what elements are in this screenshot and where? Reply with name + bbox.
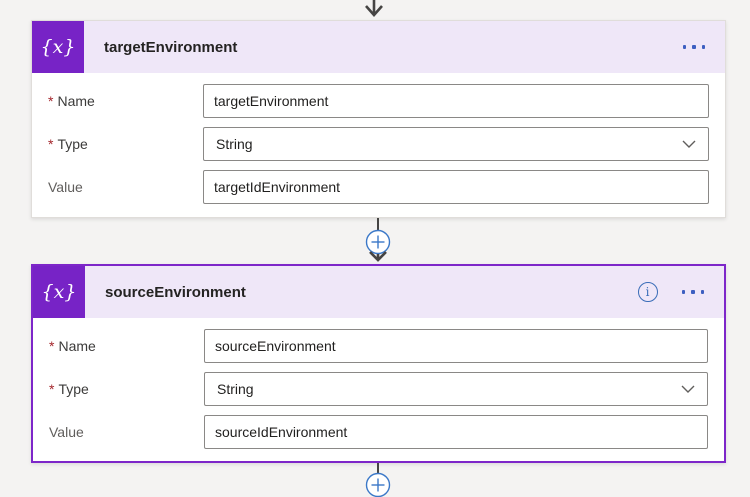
name-label: *Name <box>48 93 95 109</box>
field-row-value: Value <box>48 170 709 204</box>
value-label: Value <box>48 179 83 195</box>
type-label: *Type <box>49 381 89 397</box>
value-label: Value <box>49 424 84 440</box>
name-label: *Name <box>49 338 96 354</box>
required-asterisk: * <box>49 381 55 397</box>
card-header-target[interactable]: {x} targetEnvironment <box>32 21 725 73</box>
arrow-down-icon <box>369 251 387 262</box>
required-asterisk: * <box>48 93 54 109</box>
chevron-down-icon <box>682 140 696 148</box>
arrow-down-icon <box>365 0 383 17</box>
field-row-type: *Type String <box>48 127 709 161</box>
connector-between-cards <box>365 218 391 262</box>
variable-icon: {x} <box>33 266 85 318</box>
field-row-name: *Name <box>49 329 708 363</box>
variable-icon: {x} <box>32 21 84 73</box>
card-title: sourceEnvironment <box>105 283 246 301</box>
value-input[interactable] <box>204 415 708 449</box>
required-asterisk: * <box>49 338 55 354</box>
more-options-icon[interactable] <box>682 41 705 53</box>
type-dropdown-value: String <box>217 381 254 397</box>
field-row-name: *Name <box>48 84 709 118</box>
type-dropdown[interactable]: String <box>204 372 708 406</box>
type-dropdown[interactable]: String <box>203 127 709 161</box>
connector-after-source <box>365 463 391 497</box>
card-body: *Name *Type String Value <box>32 73 725 204</box>
card-header-source[interactable]: {x} sourceEnvironment i <box>33 266 724 318</box>
chevron-down-icon <box>681 385 695 393</box>
action-card-target-environment: {x} targetEnvironment *Name *Type String <box>31 20 726 218</box>
name-input[interactable] <box>204 329 708 363</box>
type-dropdown-value: String <box>216 136 253 152</box>
more-options-icon[interactable] <box>681 286 704 298</box>
value-input[interactable] <box>203 170 709 204</box>
name-input[interactable] <box>203 84 709 118</box>
info-icon[interactable]: i <box>637 282 658 302</box>
field-row-value: Value <box>49 415 708 449</box>
type-label: *Type <box>48 136 88 152</box>
insert-step-button[interactable] <box>365 229 391 255</box>
required-asterisk: * <box>48 136 54 152</box>
field-row-type: *Type String <box>49 372 708 406</box>
card-body: *Name *Type String Value <box>33 318 724 449</box>
action-card-source-environment: {x} sourceEnvironment i *Name *Type Stri… <box>31 264 726 463</box>
insert-step-button[interactable] <box>365 472 391 497</box>
card-title: targetEnvironment <box>104 38 238 56</box>
